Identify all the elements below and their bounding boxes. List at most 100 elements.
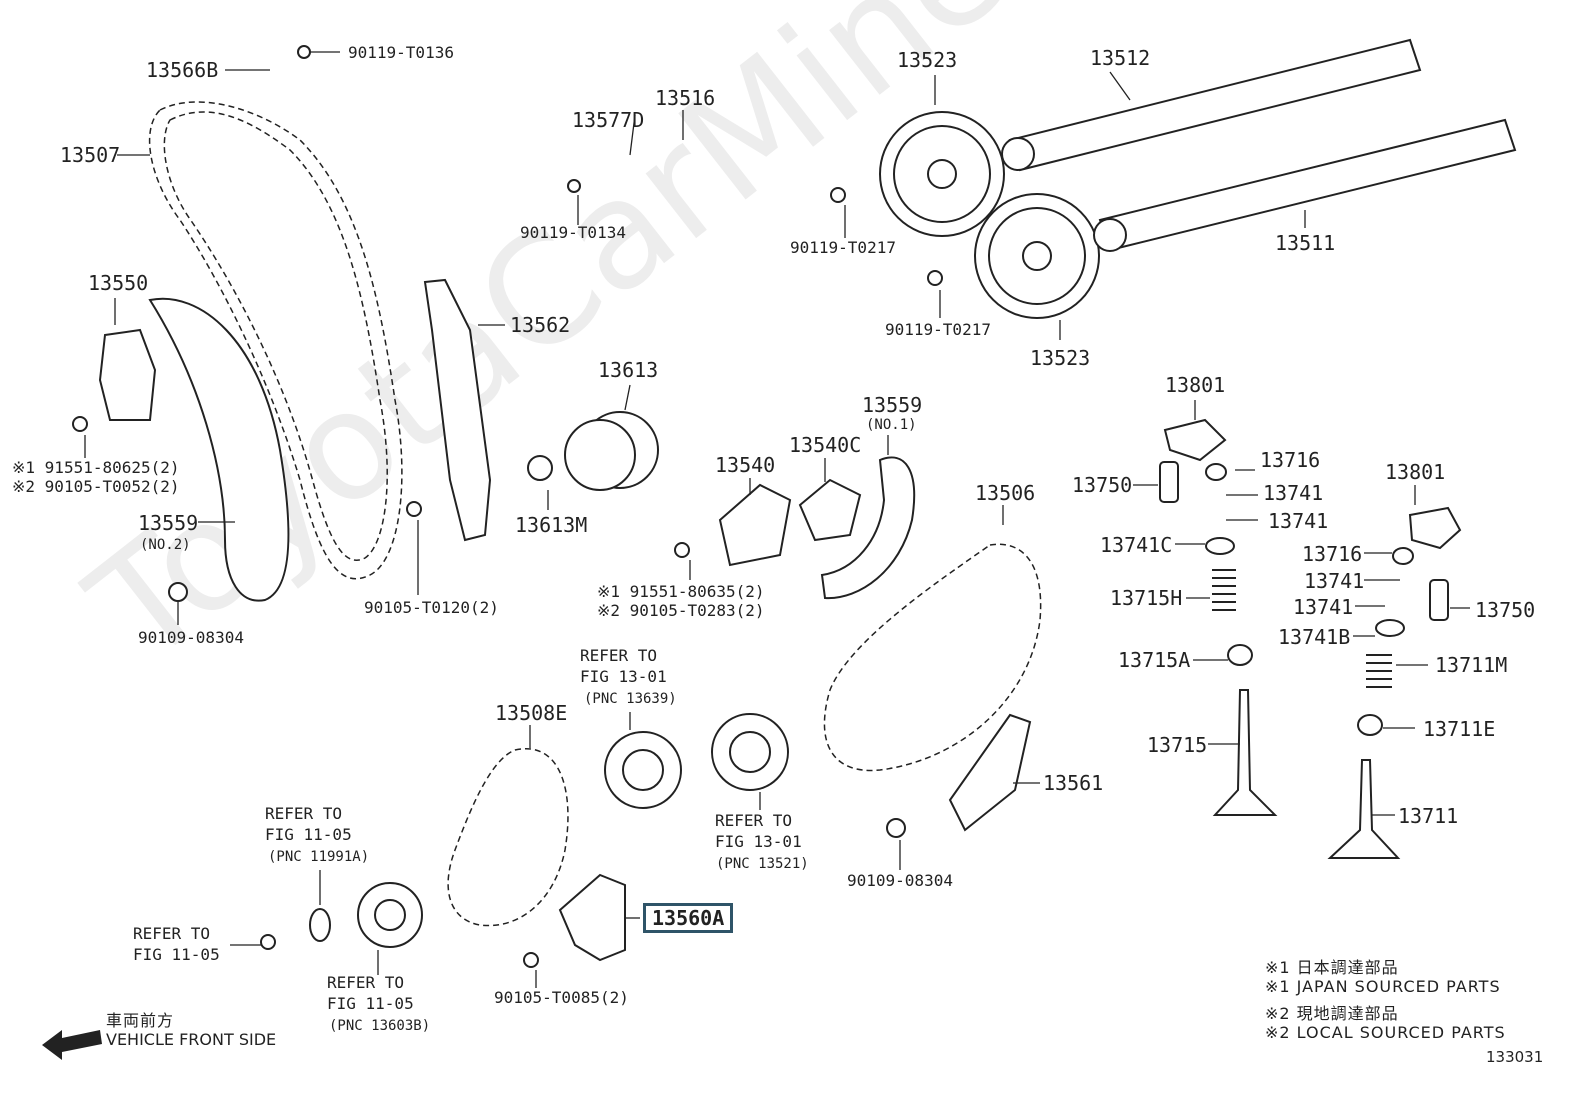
bolt-icons [72,45,943,968]
figure-number: 133031 [1486,1048,1544,1066]
vehicle-front-en: VEHICLE FRONT SIDE [106,1030,277,1049]
tensioner-13560A-icon [558,873,626,962]
camshaft-13511-icon [1093,118,1517,252]
label-13559-no2: 13559 [138,511,199,535]
label-13512: 13512 [1090,46,1151,70]
label-13801-b: 13801 [1385,460,1446,484]
refer-13521-line3: (PNC 13521) [716,856,809,872]
refer-13603B-line3: (PNC 13603B) [329,1018,431,1034]
label-13516: 13516 [655,86,716,110]
label-90109-08304-b: 90109-08304 [847,871,953,890]
vehicle-front-arrow-icon [42,1030,102,1060]
label-13559-no1: 13559 [862,393,923,417]
chain-guide-13562-icon [423,278,492,542]
cam-sprocket-lower-icon [974,193,1100,319]
label-13559-no2-sub: (NO.2) [140,537,191,553]
label-13716-a: 13716 [1260,448,1321,472]
label-13741C: 13741C [1100,533,1173,557]
label-13540C: 13540C [789,433,862,457]
camshaft-13512-icon [1001,38,1422,172]
refer-13603B-line1: REFER TO [327,973,405,992]
label-91551-80635: ※1 91551-80635(2) [597,582,765,601]
refer-11-05-line2: FIG 11-05 [133,945,220,964]
lash-adjuster-13750-a-icon [1159,461,1179,503]
label-90105-T0085: 90105-T0085(2) [494,988,629,1007]
chain-guide-13561-icon [948,713,1032,832]
refer-11991A-line3: (PNC 11991A) [268,849,370,865]
label-13540: 13540 [715,453,776,477]
nut-13613M-icon [527,455,553,481]
label-13711M: 13711M [1435,653,1508,677]
refer-13639-line3: (PNC 13639) [584,691,677,707]
chain-13508E-icon [447,747,569,927]
label-13562: 13562 [510,313,571,337]
chain-13506-icon [823,543,1042,772]
label-13507: 13507 [60,143,121,167]
cam-sprocket-upper-icon [879,111,1005,237]
spring-13715H-icon [1212,569,1236,611]
label-90119-T0134: 90119-T0134 [520,223,626,242]
gear-13603B-icon [357,882,423,948]
legend-line-4: ※2 LOCAL SOURCED PARTS [1265,1023,1506,1042]
label-13561: 13561 [1043,771,1104,795]
sprocket-13521-icon [711,713,789,791]
label-90105-T0052: ※2 90105-T0052(2) [12,477,180,496]
washer-11991A-icon [309,908,331,942]
valve-13715-icon [1212,689,1278,816]
label-13711: 13711 [1398,804,1459,828]
label-13559-no1-sub: (NO.1) [866,417,917,433]
tensioner-13550-icon [98,328,157,421]
refer-11991A-line1: REFER TO [265,804,343,823]
refer-11991A-line2: FIG 11-05 [265,825,352,844]
refer-13639-line2: FIG 13-01 [580,667,667,686]
label-90119-T0217-b: 90119-T0217 [885,320,991,339]
seat-13741B-icon [1375,619,1405,637]
legend-line-1: ※1 日本調達部品 [1265,958,1399,977]
seat-13741C-icon [1205,537,1235,555]
valve-13711-icon [1327,759,1401,859]
label-91551-80625: ※1 91551-80625(2) [12,458,180,477]
label-13715: 13715 [1147,733,1208,757]
label-13741-d: 13741 [1293,595,1354,619]
label-90119-T0136: 90119-T0136 [348,43,454,62]
label-13508E: 13508E [495,701,568,725]
cap-13716-a-icon [1205,463,1227,481]
label-13741-b: 13741 [1268,509,1329,533]
rocker-13801-b-icon [1408,506,1462,550]
label-90105-T0120: 90105-T0120(2) [364,598,499,617]
label-13801-a: 13801 [1165,373,1226,397]
label-13523-bottom: 13523 [1030,346,1091,370]
sprocket-13639-icon [604,731,682,809]
lash-adjuster-13750-b-icon [1429,579,1449,621]
label-13566B: 13566B [146,58,219,82]
gasket-13540C-icon [798,478,862,542]
refer-11-05-line1: REFER TO [133,924,211,943]
cap-13716-b-icon [1392,547,1414,565]
label-13560A-highlighted[interactable]: 13560A [643,903,734,933]
label-13506: 13506 [975,481,1036,505]
tensioner-13540-icon [718,483,792,567]
legend-line-2: ※1 JAPAN SOURCED PARTS [1265,977,1501,996]
label-13613M: 13613M [515,513,588,537]
label-13741-a: 13741 [1263,481,1324,505]
label-13613: 13613 [598,358,659,382]
label-13716-b: 13716 [1302,542,1363,566]
label-90109-08304-a: 90109-08304 [138,628,244,647]
label-13741-c: 13741 [1304,569,1365,593]
refer-13639-line1: REFER TO [580,646,658,665]
timing-chain-13507 [148,101,403,580]
label-13741B: 13741B [1278,625,1351,649]
label-13550: 13550 [88,271,149,295]
label-13523-top: 13523 [897,48,958,72]
legend-line-3: ※2 現地調達部品 [1265,1004,1399,1023]
label-13711E: 13711E [1423,717,1496,741]
chain-guide-13559-no1-icon [820,456,916,600]
vehicle-front-jp: 車両前方 [106,1011,175,1030]
chain-guide-13559-no2-icon [148,297,290,602]
label-90119-T0217-a: 90119-T0217 [790,238,896,257]
sprocket-13613-icon [564,411,659,491]
rocker-13801-a-icon [1163,418,1227,462]
label-13715H: 13715H [1110,586,1183,610]
spring-13711M-icon [1366,654,1392,688]
